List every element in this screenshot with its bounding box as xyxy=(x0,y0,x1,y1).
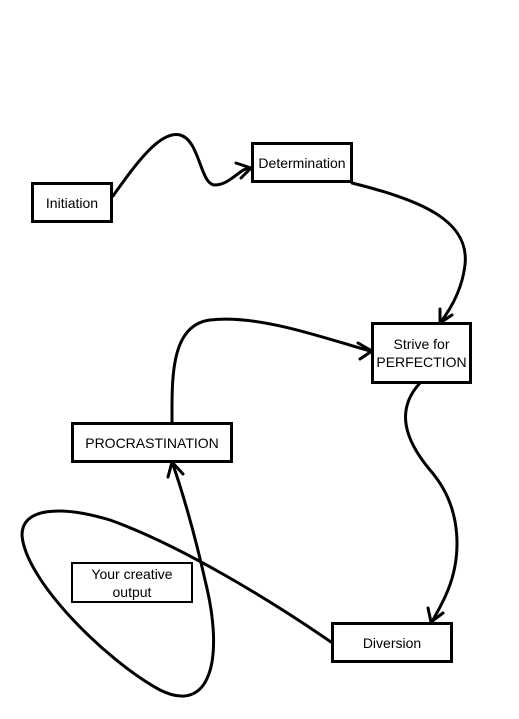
node-determination: Determination xyxy=(251,142,353,183)
node-strive-for-perfection: Strive for PERFECTION xyxy=(371,322,472,384)
node-initiation-label: Initiation xyxy=(45,194,99,211)
node-creative-output-label: Your creative output xyxy=(91,565,173,600)
node-creative-output: Your creative output xyxy=(71,562,193,603)
arrow-diversion-loop-to-procrastination xyxy=(20,460,333,698)
arrow-initiation-to-determination xyxy=(111,133,252,198)
arrow-strive-to-diversion xyxy=(404,381,459,624)
arrow-procrastination-to-strive xyxy=(170,317,372,424)
node-procrastination-label: PROCRASTINATION xyxy=(85,434,219,451)
arrow-determination-to-strive xyxy=(350,181,467,325)
node-diversion-label: Diversion xyxy=(362,634,422,651)
node-strive-label: Strive for PERFECTION xyxy=(376,336,467,370)
node-diversion: Diversion xyxy=(331,622,453,663)
node-initiation: Initiation xyxy=(31,182,113,223)
node-determination-label: Determination xyxy=(258,154,346,171)
node-procrastination: PROCRASTINATION xyxy=(71,422,233,463)
